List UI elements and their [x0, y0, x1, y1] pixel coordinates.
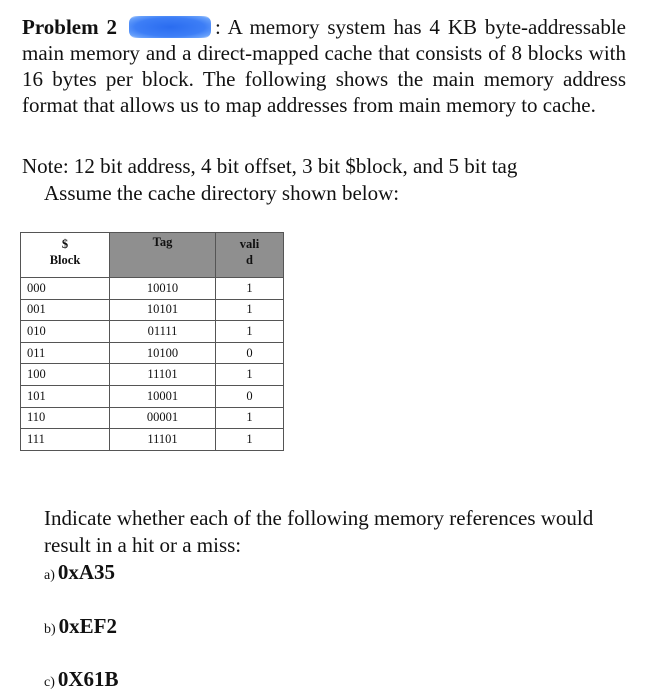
cell-tag: 01111 [109, 320, 216, 343]
header-block-line1: $ [61, 237, 69, 251]
problem-label: Problem 2 [22, 15, 117, 39]
reference-label: b) [44, 622, 56, 637]
cell-block: 001 [20, 298, 110, 322]
cell-valid: 1 [215, 363, 284, 386]
reference-value: 0xA35 [57, 560, 116, 584]
cell-valid: 1 [215, 406, 284, 430]
cell-block: 111 [20, 428, 110, 451]
cell-valid: 1 [215, 320, 284, 343]
cell-valid: 1 [215, 428, 284, 451]
cell-block: 000 [20, 277, 110, 300]
header-valid-line1: vali [239, 237, 260, 251]
cell-tag: 10001 [109, 384, 216, 408]
cell-block: 011 [20, 341, 110, 365]
problem-statement: Problem 2: A memory system has 4 KB byte… [22, 14, 626, 118]
cell-valid: 0 [215, 384, 284, 408]
reference-value: 0X61B [57, 667, 119, 691]
cell-tag: 11101 [109, 428, 216, 451]
cell-tag: 00001 [109, 406, 216, 430]
cell-tag: 11101 [109, 363, 216, 386]
cell-block: 110 [20, 406, 110, 430]
problem-text: : A memory system has 4 KB byte-addressa… [22, 15, 626, 117]
assume-line: Assume the cache directory shown below: [44, 181, 400, 205]
address-note: Note: 12 bit address, 4 bit offset, 3 bi… [22, 154, 518, 178]
reference-value: 0xEF2 [58, 614, 118, 638]
cell-tag: 10100 [109, 341, 216, 365]
header-block-line2: Block [49, 253, 81, 267]
header-valid: vali d [215, 232, 284, 278]
cell-valid: 1 [215, 298, 284, 322]
cell-tag: 10010 [109, 277, 216, 300]
reference-a: a)0xA35 [44, 560, 115, 585]
cell-valid: 1 [215, 277, 284, 300]
reference-label: c) [44, 675, 55, 690]
cell-valid: 0 [215, 341, 284, 365]
header-block: $ Block [20, 232, 110, 278]
reference-label: a) [44, 568, 55, 583]
header-tag: Tag [109, 232, 216, 278]
reference-b: b)0xEF2 [44, 614, 117, 639]
redaction-scribble [129, 16, 211, 38]
cell-tag: 10101 [109, 298, 216, 322]
table-header-row: $ Block Tag vali d [20, 232, 284, 278]
header-valid-line2: d [246, 253, 253, 267]
cell-block: 101 [20, 384, 110, 408]
cell-block: 010 [20, 320, 110, 343]
cell-block: 100 [20, 363, 110, 386]
question-instruction: Indicate whether each of the following m… [44, 506, 594, 557]
reference-c: c)0X61B [44, 667, 119, 692]
